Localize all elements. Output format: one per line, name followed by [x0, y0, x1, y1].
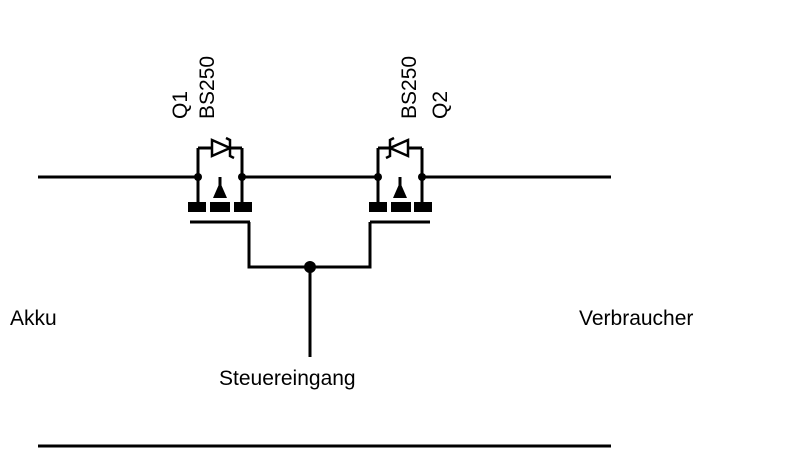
- verbraucher-label: Verbraucher: [579, 307, 694, 330]
- q1-body-diode: [210, 136, 235, 160]
- q1-channel-pads: [188, 202, 252, 212]
- q2-designator-label: Q2: [429, 90, 452, 119]
- q1-designator-label: Q1: [169, 90, 192, 119]
- q1-part-label: BS250: [196, 55, 219, 119]
- q2-body-diode: [385, 136, 410, 160]
- akku-label: Akku: [10, 307, 57, 330]
- q1-gate-wire: [247, 222, 372, 269]
- q2-channel-pads: [369, 202, 432, 212]
- junction-dots: [194, 173, 426, 273]
- q2-part-label: BS250: [398, 55, 421, 119]
- steuereingang-label: Steuereingang: [219, 367, 356, 390]
- q2-channel-arrow: [393, 182, 407, 198]
- q1-channel-arrow: [213, 182, 227, 198]
